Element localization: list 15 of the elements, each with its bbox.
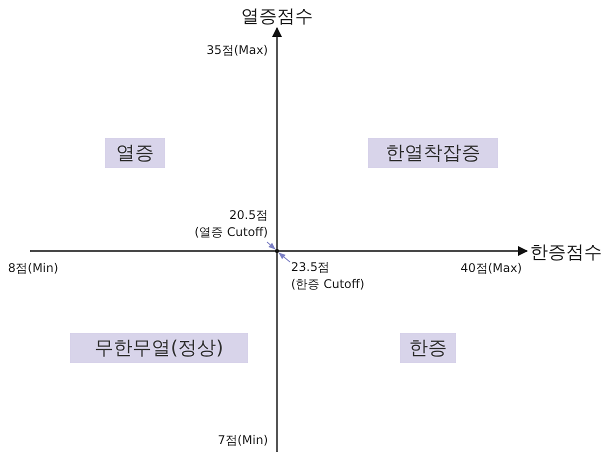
- quadrant-label-box: 한열착잡증: [368, 138, 498, 168]
- leader-arrow: [266, 242, 276, 250]
- tick-label: 8점(Min): [8, 260, 58, 277]
- leader-arrow: [278, 252, 290, 262]
- tick-label: 7점(Min): [218, 432, 268, 449]
- cutoff-label: 23.5점 (한증 Cutoff): [291, 259, 364, 293]
- tick-label: 35점(Max): [206, 42, 268, 59]
- quadrant-label-box: 무한무열(정상): [70, 333, 248, 363]
- axis-title: 한증점수: [530, 241, 602, 264]
- quadrant-label-box: 한증: [400, 333, 456, 363]
- quadrant-label-box: 열증: [105, 138, 165, 168]
- axis-title: 열증점수: [241, 5, 313, 28]
- cutoff-label: 20.5점 (열증 Cutoff): [194, 207, 268, 241]
- tick-label: 40점(Max): [460, 260, 522, 277]
- origin-point: [275, 249, 279, 253]
